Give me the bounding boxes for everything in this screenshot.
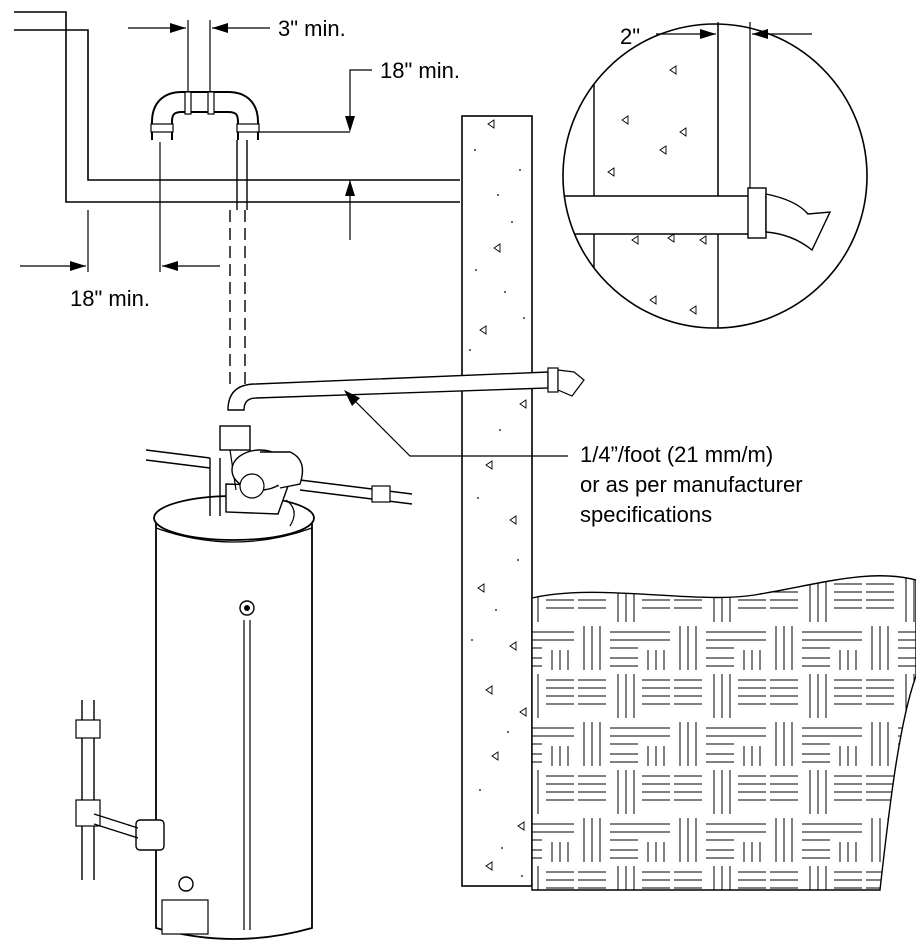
gas-supply-piping: [75, 700, 139, 880]
slope-note-line2: or as per manufacturer: [580, 472, 803, 497]
horizontal-clearance-label: 18" min.: [70, 286, 150, 311]
pipe-coupling: [236, 123, 260, 133]
outer-wall-line: [14, 11, 460, 203]
access-panel: [161, 899, 209, 935]
pipe-coupling: [184, 91, 192, 115]
tank-body: [155, 520, 313, 940]
floor-pattern: [531, 575, 916, 891]
drain-fitting: [178, 876, 194, 892]
detail-coupling: [747, 187, 767, 239]
ceiling-clearance-diagram: 3" min. 18" min. 18" min.: [14, 11, 460, 384]
dimension-arrow: [345, 69, 372, 240]
detail-wall: [593, 24, 719, 328]
power-vent-blower: [219, 425, 304, 527]
top-clearance-label: 3" min.: [278, 16, 346, 41]
wall-extension-label: 2": [620, 24, 640, 49]
vent-termination: [557, 369, 585, 397]
slope-note-line3: specifications: [580, 502, 712, 527]
dimension-arrow: [20, 261, 220, 271]
vertical-clearance-label: 18" min.: [380, 58, 460, 83]
concrete-wall: [461, 115, 533, 887]
detail-elbow: [765, 193, 832, 252]
inner-wall-line: [14, 29, 460, 181]
detail-pipe: [563, 195, 753, 235]
slope-leader: [344, 390, 568, 457]
detail-circle: [562, 23, 868, 329]
pipe-coupling: [547, 367, 559, 393]
slope-note-line1: 1/4”/foot (21 mm/m): [580, 442, 773, 467]
gas-control-valve: [135, 819, 165, 851]
water-heater: [75, 425, 413, 940]
water-lines: [145, 449, 413, 516]
wall-detail-callout: 2": [562, 22, 868, 329]
vent-cap-inner: [153, 93, 257, 140]
pipe-coupling: [207, 91, 215, 115]
horizontal-vent-pipe: [227, 367, 585, 411]
pipe-coupling: [150, 123, 174, 133]
dimension-arrow: [128, 23, 270, 33]
